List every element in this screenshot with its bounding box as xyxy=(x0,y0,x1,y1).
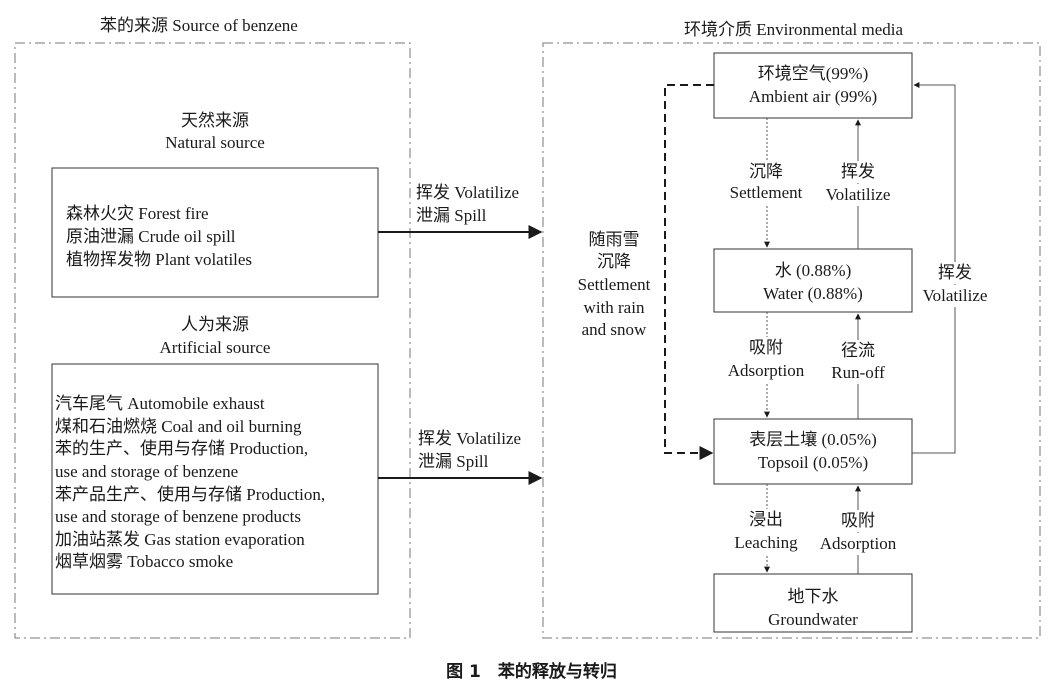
artificial-item: 苯产品生产、使用与存储 Production, xyxy=(55,485,326,504)
adsorption-up-label-en: Adsorption xyxy=(808,533,908,555)
runoff-label-en: Run-off xyxy=(808,362,908,384)
rain-settlement-label: 随雨雪 xyxy=(566,229,662,251)
natural-flow-label: 泄漏 Spill xyxy=(416,206,487,225)
volatilize-soil-label-cn: 挥发 xyxy=(915,262,995,284)
topsoil-label-cn: 表层土壤 (0.05%) xyxy=(749,430,877,449)
volatilize-soil-label-en: Volatilize xyxy=(915,285,995,307)
artificial-flow-label: 泄漏 Spill xyxy=(418,452,489,471)
natural-item: 森林火灾 Forest fire xyxy=(66,204,209,223)
adsorption-up-label-cn: 吸附 xyxy=(808,510,908,532)
leaching-label-en: Leaching xyxy=(716,532,816,554)
right-panel-title: 环境介质 Environmental media xyxy=(680,20,908,40)
natural-item: 原油泄漏 Crude oil spill xyxy=(66,227,236,246)
left-panel-title: 苯的来源 Source of benzene xyxy=(96,16,302,36)
topsoil-box xyxy=(713,418,913,485)
groundwater-label-en: Groundwater xyxy=(768,610,858,629)
rain-settlement-label: with rain xyxy=(566,297,662,319)
adsorption-down-label-en: Adsorption xyxy=(716,360,816,382)
natural-item: 植物挥发物 Plant volatiles xyxy=(66,250,253,269)
figure-caption: 图 1 苯的释放与转归 xyxy=(446,662,617,682)
volatilize-water-label-en: Volatilize xyxy=(808,184,908,206)
groundwater-label-cn: 地下水 xyxy=(787,587,839,606)
natural-flow-label: 挥发 Volatilize xyxy=(416,183,520,202)
left-panel-frame xyxy=(14,42,411,639)
leaching-label-cn: 浸出 xyxy=(716,509,816,531)
right-panel-frame xyxy=(542,42,1041,639)
water-label-en: Water (0.88%) xyxy=(763,284,863,303)
rain-settlement-label: 沉降 xyxy=(566,251,662,273)
artificial-item: 加油站蒸发 Gas station evaporation xyxy=(55,530,305,549)
rain-settlement-arrow xyxy=(664,84,714,460)
artificial-item: use and storage of benzene products xyxy=(55,507,301,526)
air-label-cn: 环境空气(99%) xyxy=(757,64,869,83)
rain-settlement-label: and snow xyxy=(566,319,662,341)
adsorption-down-label-cn: 吸附 xyxy=(716,337,816,359)
volatilize-water-label-cn: 挥发 xyxy=(808,161,908,183)
topsoil-label-en: Topsoil (0.05%) xyxy=(757,453,869,472)
artificial-item: use and storage of benzene xyxy=(55,462,239,481)
artificial-item: 苯的生产、使用与存储 Production, xyxy=(55,439,309,458)
artificial-item: 煤和石油燃烧 Coal and oil burning xyxy=(55,417,302,436)
water-label-cn: 水 (0.88%) xyxy=(774,261,852,280)
artificial-item: 烟草烟雾 Tobacco smoke xyxy=(55,552,234,571)
artificial-flow-label: 挥发 Volatilize xyxy=(418,429,522,448)
artificial-title-en: Artificial source xyxy=(159,338,271,357)
rain-settlement-label: Settlement xyxy=(566,274,662,296)
groundwater-box xyxy=(713,573,913,633)
natural-title-en: Natural source xyxy=(165,133,265,152)
artificial-title-cn: 人为来源 xyxy=(181,315,249,334)
water-box xyxy=(713,248,913,313)
artificial-item: 汽车尾气 Automobile exhaust xyxy=(55,394,265,413)
settlement-label-en: Settlement xyxy=(716,182,816,204)
natural-title-cn: 天然来源 xyxy=(181,111,249,130)
settlement-label-cn: 沉降 xyxy=(716,161,816,183)
air-label-en: Ambient air (99%) xyxy=(748,87,878,106)
runoff-label-cn: 径流 xyxy=(808,340,908,362)
